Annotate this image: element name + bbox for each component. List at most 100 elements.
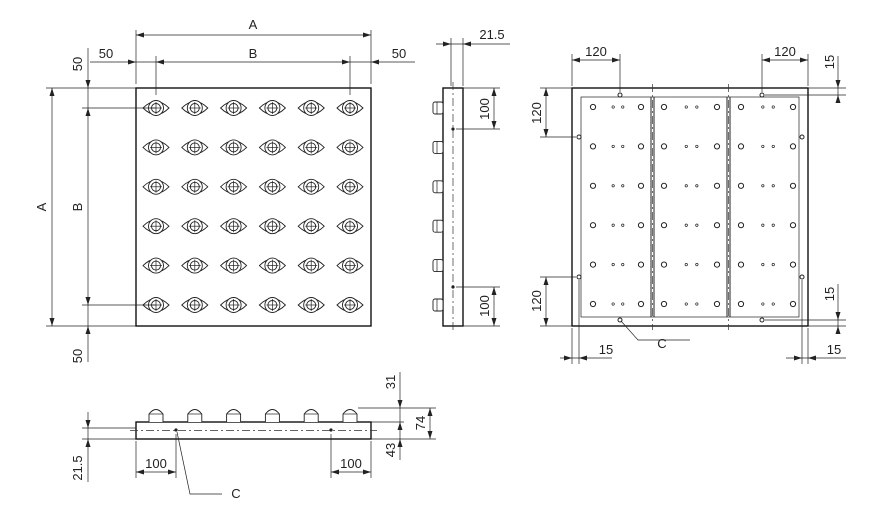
back-hole [621, 105, 625, 109]
ball-transfer-unit [219, 178, 248, 195]
back-hole [789, 103, 797, 111]
back-hole [621, 223, 625, 227]
back-hole [789, 222, 797, 229]
bottom-ball [187, 409, 203, 422]
ball-transfer-grid [142, 100, 364, 313]
label-c-back: C [657, 336, 666, 351]
back-hole [660, 182, 668, 189]
mount-hole [799, 134, 805, 140]
ball-transfer-unit [219, 218, 248, 235]
ball-transfer-unit [336, 218, 364, 235]
back-hole [761, 302, 765, 306]
front-view: A B 50 50 A B 50 50 [34, 17, 415, 363]
back-hole [660, 300, 668, 308]
back-hole [695, 184, 699, 188]
ball-transfer-unit [258, 139, 287, 156]
back-hole [621, 184, 625, 188]
ball-transfer-unit [142, 257, 170, 274]
back-hole [637, 143, 645, 150]
back-hole [611, 223, 615, 227]
mount-hole [617, 92, 623, 98]
dim-label-a-top: A [249, 17, 258, 32]
back-hole [589, 143, 597, 150]
dim-label-15-bottom-right: 15 [827, 342, 841, 357]
dim-label-120-left-bottom: 120 [529, 290, 544, 312]
ball-transfer-unit [258, 100, 287, 116]
label-c-bottom: C [231, 486, 240, 501]
bottom-balls [148, 409, 358, 422]
back-hole [789, 261, 797, 268]
ball-transfer-unit [336, 139, 364, 156]
back-hole [737, 300, 745, 308]
dim-label-100-bottom-left: 100 [145, 456, 167, 471]
back-hole [684, 302, 688, 306]
back-hole [713, 143, 721, 150]
bottom-ball [303, 409, 319, 422]
back-hole [621, 144, 625, 148]
ball-transfer-unit [181, 100, 209, 116]
back-hole [695, 144, 699, 148]
bottom-ball [342, 409, 358, 422]
back-hole [684, 144, 688, 148]
back-hole [589, 300, 597, 308]
ball-transfer-unit [181, 218, 209, 235]
back-hole [589, 103, 597, 111]
back-hole [621, 302, 625, 306]
dim-label-50-left-bottom: 50 [70, 349, 85, 363]
back-hole [611, 263, 615, 267]
back-hole [789, 300, 797, 308]
back-hole [713, 300, 721, 308]
ball-transfer-unit [258, 178, 287, 195]
back-hole [761, 184, 765, 188]
back-hole [695, 263, 699, 267]
back-hole [737, 143, 745, 150]
back-hole [660, 222, 668, 229]
front-plate-outline [135, 87, 372, 327]
dim-label-74: 74 [413, 416, 428, 430]
back-hole [611, 184, 615, 188]
ball-transfer-unit [142, 218, 170, 235]
back-hole [771, 144, 775, 148]
back-hole [761, 144, 765, 148]
back-hole [660, 143, 668, 150]
side-balls [432, 101, 444, 312]
dim-label-21-5-bottom: 21.5 [70, 455, 85, 480]
ball-transfer-unit [219, 139, 248, 156]
dim-label-120-left-top: 120 [529, 102, 544, 124]
ball-transfer-unit [142, 139, 170, 156]
back-hole [684, 263, 688, 267]
back-plate-outline [571, 87, 809, 327]
ball-transfer-unit [297, 297, 325, 313]
back-hole [713, 182, 721, 189]
back-hole [589, 222, 597, 229]
side-ball [432, 259, 444, 273]
dim-label-50-top-left: 50 [99, 46, 113, 61]
back-hole [737, 182, 745, 189]
back-hole [761, 263, 765, 267]
back-view: 120 120 15 120 120 15 [529, 44, 846, 364]
ball-transfer-unit [336, 297, 364, 313]
bottom-ball [226, 409, 242, 422]
back-hole [611, 302, 615, 306]
dim-label-b-left: B [70, 203, 85, 212]
back-inner-outline [580, 96, 800, 318]
dim-label-50-top-right: 50 [392, 46, 406, 61]
back-hole [695, 223, 699, 227]
dim-label-15-top-right: 15 [822, 55, 837, 69]
ball-transfer-unit [181, 178, 209, 195]
back-hole [611, 144, 615, 148]
dim-label-100-side-bottom: 100 [477, 295, 492, 317]
back-hole [589, 261, 597, 268]
back-hole [637, 222, 645, 229]
dim-label-a-left: A [34, 202, 49, 211]
back-hole [761, 105, 765, 109]
back-hole [771, 184, 775, 188]
ball-transfer-unit [181, 297, 209, 313]
side-ball [432, 219, 444, 233]
dim-label-b-top: B [249, 46, 258, 61]
back-hole [737, 222, 745, 229]
ball-transfer-unit [297, 257, 325, 274]
ball-transfer-unit [142, 100, 170, 116]
ball-transfer-unit [297, 100, 325, 116]
